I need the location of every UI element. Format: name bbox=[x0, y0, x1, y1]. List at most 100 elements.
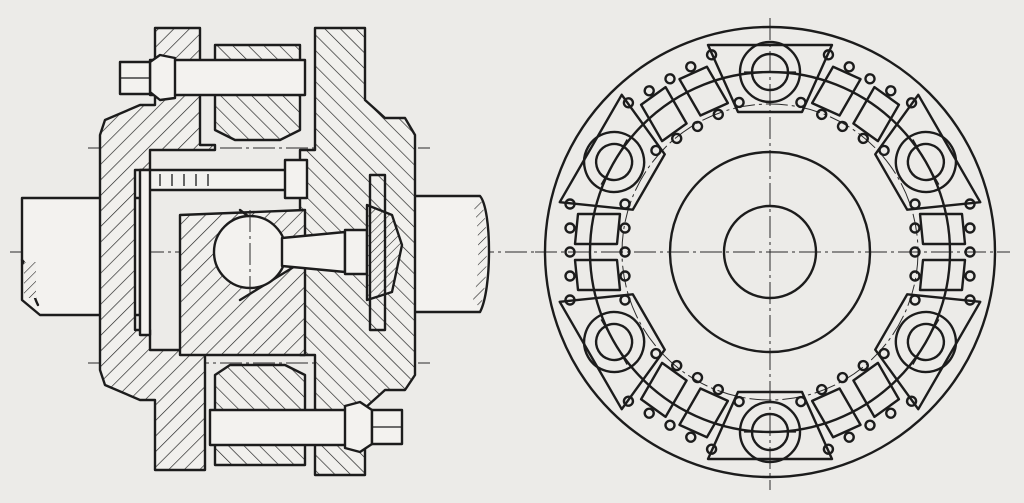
spring-coil-inner bbox=[619, 198, 631, 210]
spring-coil-inner bbox=[909, 198, 921, 210]
cam-block-body bbox=[706, 43, 834, 114]
spring-coil-outer bbox=[905, 97, 918, 109]
front-view bbox=[535, 18, 1010, 490]
upper-bolt-collar bbox=[148, 53, 177, 102]
spring-coil-inner bbox=[733, 96, 745, 109]
lower-bolt-collar bbox=[343, 400, 374, 454]
spring-coil-outer bbox=[705, 443, 718, 455]
spring-block bbox=[918, 212, 967, 246]
spring-coil-inner bbox=[878, 347, 890, 360]
cam-pin-boss bbox=[894, 130, 958, 194]
spring-coil-inner bbox=[650, 347, 662, 360]
ball-stem bbox=[280, 230, 347, 274]
cam-block-body bbox=[874, 293, 982, 411]
spring-coil-inner bbox=[878, 144, 890, 157]
spring-coil-outer bbox=[564, 294, 576, 306]
cam-pin-axis bbox=[912, 319, 940, 365]
spring-block bbox=[852, 361, 901, 419]
spring-coil-inner bbox=[836, 371, 849, 384]
spring-block bbox=[678, 387, 730, 439]
spring-coil-outer bbox=[864, 419, 876, 431]
cam-block-body bbox=[558, 93, 666, 211]
spring-coil-outer bbox=[685, 431, 697, 443]
spring-coil-outer bbox=[643, 407, 655, 419]
spring-coil-inner bbox=[691, 120, 704, 133]
spring-coil-inner bbox=[857, 132, 869, 145]
spring-pack bbox=[795, 347, 918, 455]
cam-block bbox=[706, 390, 834, 464]
spring-coil-outer bbox=[964, 198, 976, 210]
spring-coil-outer bbox=[885, 85, 897, 97]
spring-coil-outer bbox=[564, 246, 576, 258]
cam-block bbox=[706, 40, 834, 114]
cam-pin-boss bbox=[582, 130, 646, 194]
pitch-circle bbox=[621, 103, 919, 401]
spring-coil-inner bbox=[816, 108, 828, 121]
spring-coil-outer bbox=[964, 294, 976, 306]
cross-screw-threads bbox=[159, 174, 209, 186]
cam-pin-axis bbox=[600, 139, 628, 185]
spring-block bbox=[639, 85, 688, 143]
cam-block bbox=[874, 93, 982, 211]
spring-coil-outer bbox=[622, 97, 635, 109]
spring-coil-inner bbox=[619, 246, 631, 258]
spring-coil-outer bbox=[664, 73, 676, 85]
spring-coil-outer bbox=[685, 61, 697, 73]
spring-pack bbox=[564, 198, 631, 306]
spring-coil-outer bbox=[822, 49, 835, 61]
inner-plate bbox=[138, 168, 152, 337]
spring-coil-inner bbox=[619, 222, 631, 234]
spring-coil-inner bbox=[619, 294, 631, 306]
spring-block bbox=[678, 65, 730, 117]
cam-pin-boss bbox=[738, 400, 802, 464]
cross-screw bbox=[146, 168, 300, 192]
spring-coil-outer bbox=[564, 198, 576, 210]
spring-coil-outer bbox=[843, 61, 855, 73]
cam-block bbox=[558, 293, 666, 411]
end-cover-plate bbox=[368, 173, 387, 332]
right-shaft bbox=[398, 194, 491, 314]
spring-block bbox=[810, 65, 862, 117]
spring-coil-inner bbox=[733, 395, 745, 408]
spring-coil-inner bbox=[816, 383, 828, 396]
spring-pack bbox=[622, 347, 745, 455]
spring-block bbox=[573, 258, 622, 292]
spring-coil-inner bbox=[671, 132, 683, 145]
spring-coil-outer bbox=[864, 73, 876, 85]
spring-coil-inner bbox=[909, 270, 921, 282]
spring-coil-outer bbox=[564, 270, 576, 282]
spring-block bbox=[918, 258, 967, 292]
side-section-view bbox=[10, 26, 540, 477]
cross-screw-head bbox=[283, 158, 309, 200]
spring-pack bbox=[909, 198, 976, 306]
spring-pack bbox=[795, 49, 918, 157]
spring-coil-outer bbox=[964, 246, 976, 258]
spring-coil-inner bbox=[650, 144, 662, 157]
cam-pin-axis bbox=[600, 319, 628, 365]
spring-coil-outer bbox=[964, 222, 976, 234]
stem-nut bbox=[343, 228, 369, 276]
spring-coil-inner bbox=[691, 371, 704, 384]
spring-coil-inner bbox=[857, 359, 869, 372]
spring-coil-inner bbox=[909, 222, 921, 234]
spring-pack bbox=[622, 49, 745, 157]
cam-block bbox=[558, 93, 666, 211]
spring-coil-outer bbox=[622, 395, 635, 407]
right-shaft-break-hatch bbox=[473, 198, 487, 308]
lower-bolt-shank bbox=[208, 408, 362, 447]
spring-coil-outer bbox=[643, 85, 655, 97]
bore-circle bbox=[722, 204, 818, 300]
spring-packs bbox=[564, 49, 976, 455]
spring-coil-outer bbox=[905, 395, 918, 407]
outer-flange-circle bbox=[543, 25, 997, 479]
cam-pin-boss bbox=[582, 310, 646, 374]
spring-coil-inner bbox=[712, 383, 724, 396]
cam-block-body bbox=[706, 390, 834, 461]
hub-outer-circle bbox=[668, 150, 872, 354]
spring-coil-inner bbox=[909, 246, 921, 258]
spring-coil-outer bbox=[843, 431, 855, 443]
spring-block bbox=[639, 361, 688, 419]
spring-coil-inner bbox=[671, 359, 683, 372]
cam-blocks bbox=[558, 40, 982, 464]
